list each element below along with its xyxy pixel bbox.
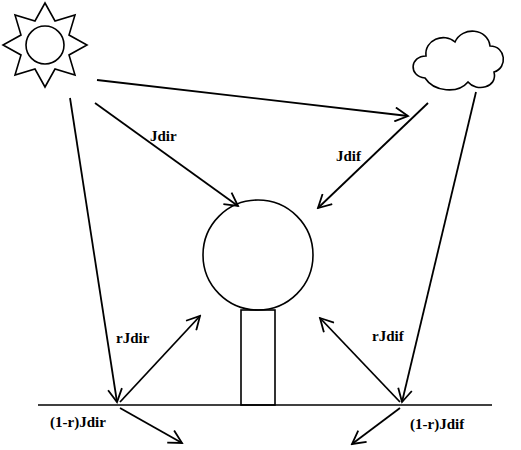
flux-label: rJdir (116, 330, 149, 347)
tree-crown (203, 200, 313, 310)
flux-label: (1-r)Jdif (410, 416, 464, 433)
flux-label: Jdir (150, 128, 177, 145)
cloud-symbol (413, 31, 503, 90)
ground-line (38, 404, 492, 406)
radiation-arrow (70, 80, 476, 444)
flux-label: (1-r)Jdir (50, 414, 106, 431)
sun-symbol (3, 3, 87, 87)
flux-label: Jdif (336, 148, 361, 165)
flux-label: rJdif (372, 328, 404, 345)
tree-stem (241, 310, 275, 405)
